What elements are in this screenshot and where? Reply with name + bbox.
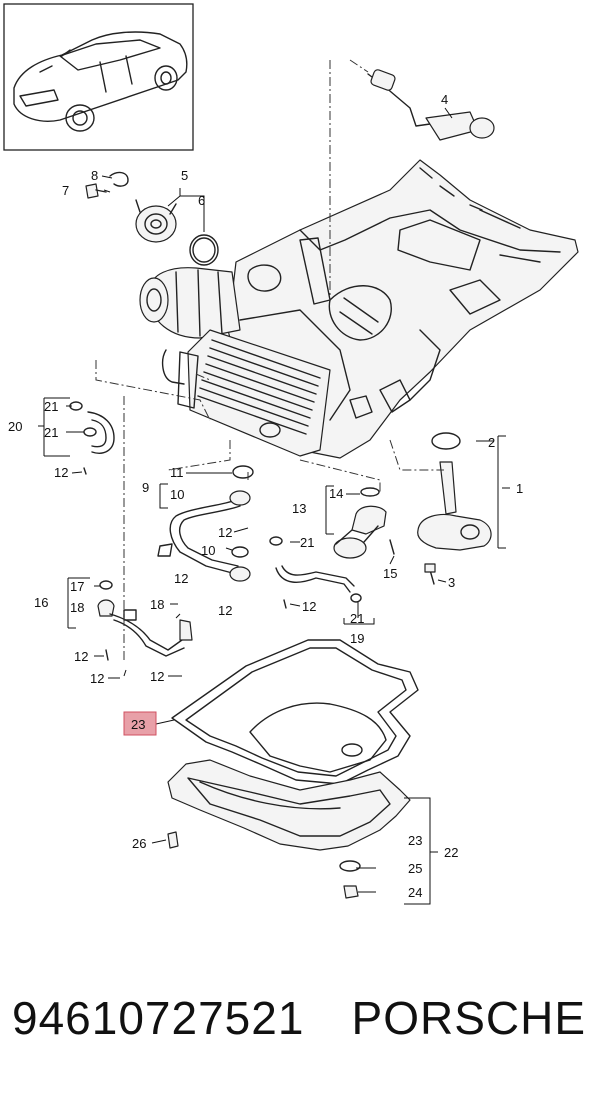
bolt-7 [85,183,107,199]
highlight-box-23 [123,711,157,736]
callout-19: 19 [350,631,364,646]
callout-12a: 12 [54,465,68,480]
reference-lines [95,60,444,660]
callout-18: 18 [70,600,84,615]
callout-4: 4 [441,92,448,107]
callout-12g: 12 [150,669,164,684]
oil-pan-gasket [171,639,419,785]
oil-level-sensor [349,59,495,141]
callout-9: 9 [142,480,149,495]
callout-12e: 12 [302,599,316,614]
callout-21a: 21 [44,399,58,414]
oil-pan-lower [167,759,411,899]
callout-10: 10 [170,487,184,502]
oil-filter-housing [139,267,241,339]
callout-12c: 12 [174,571,188,586]
suction-pipe [333,487,395,559]
callout-20: 20 [8,419,22,434]
callout-16: 16 [34,595,48,610]
callout-12d: 12 [218,603,232,618]
oil-pipe-19 [269,536,362,609]
car-thumbnail [3,3,194,151]
callout-25: 25 [408,861,422,876]
callout-12h: 12 [90,671,104,686]
callout-12f: 12 [74,649,88,664]
callout-11: 11 [170,465,184,480]
clip-8 [109,171,129,187]
callout-1: 1 [516,481,523,496]
callout-5: 5 [181,168,188,183]
callout-2: 2 [488,435,495,450]
part-caption: 94610727521 PORSCHE [0,983,600,1053]
callout-23: 23 [131,717,145,732]
callout-21d: 21 [350,611,364,626]
oil-filler-neck [135,199,177,243]
callout-22: 22 [444,845,458,860]
callout-6: 6 [198,193,205,208]
callout-23b: 23 [408,833,422,848]
callout-12b: 12 [218,525,232,540]
oil-level-indicator [417,432,492,585]
part-number: 94610727521 [12,992,305,1044]
callout-13: 13 [292,501,306,516]
callout-7: 7 [62,183,69,198]
callout-21b: 21 [44,425,58,440]
callout-8: 8 [91,168,98,183]
callout-10b: 10 [201,543,215,558]
callout-15: 15 [383,566,397,581]
oil-pipe-20 [69,401,115,475]
oil-pipe-9 [157,465,254,582]
callout-24: 24 [408,885,422,900]
callout-18b: 18 [150,597,164,612]
o-ring-6 [189,234,219,266]
callout-14: 14 [329,486,343,501]
callout-3: 3 [448,575,455,590]
callout-labels: 1 2 3 4 5 6 7 8 9 10 10 11 12 12 12 12 1… [8,92,523,900]
oil-pipe-16 [97,580,193,661]
oil-cooler [161,329,331,457]
brand-name: PORSCHE [351,992,586,1044]
leader-lines [38,107,510,905]
callout-21c: 21 [300,535,314,550]
callout-26: 26 [132,836,146,851]
callout-17: 17 [70,579,84,594]
